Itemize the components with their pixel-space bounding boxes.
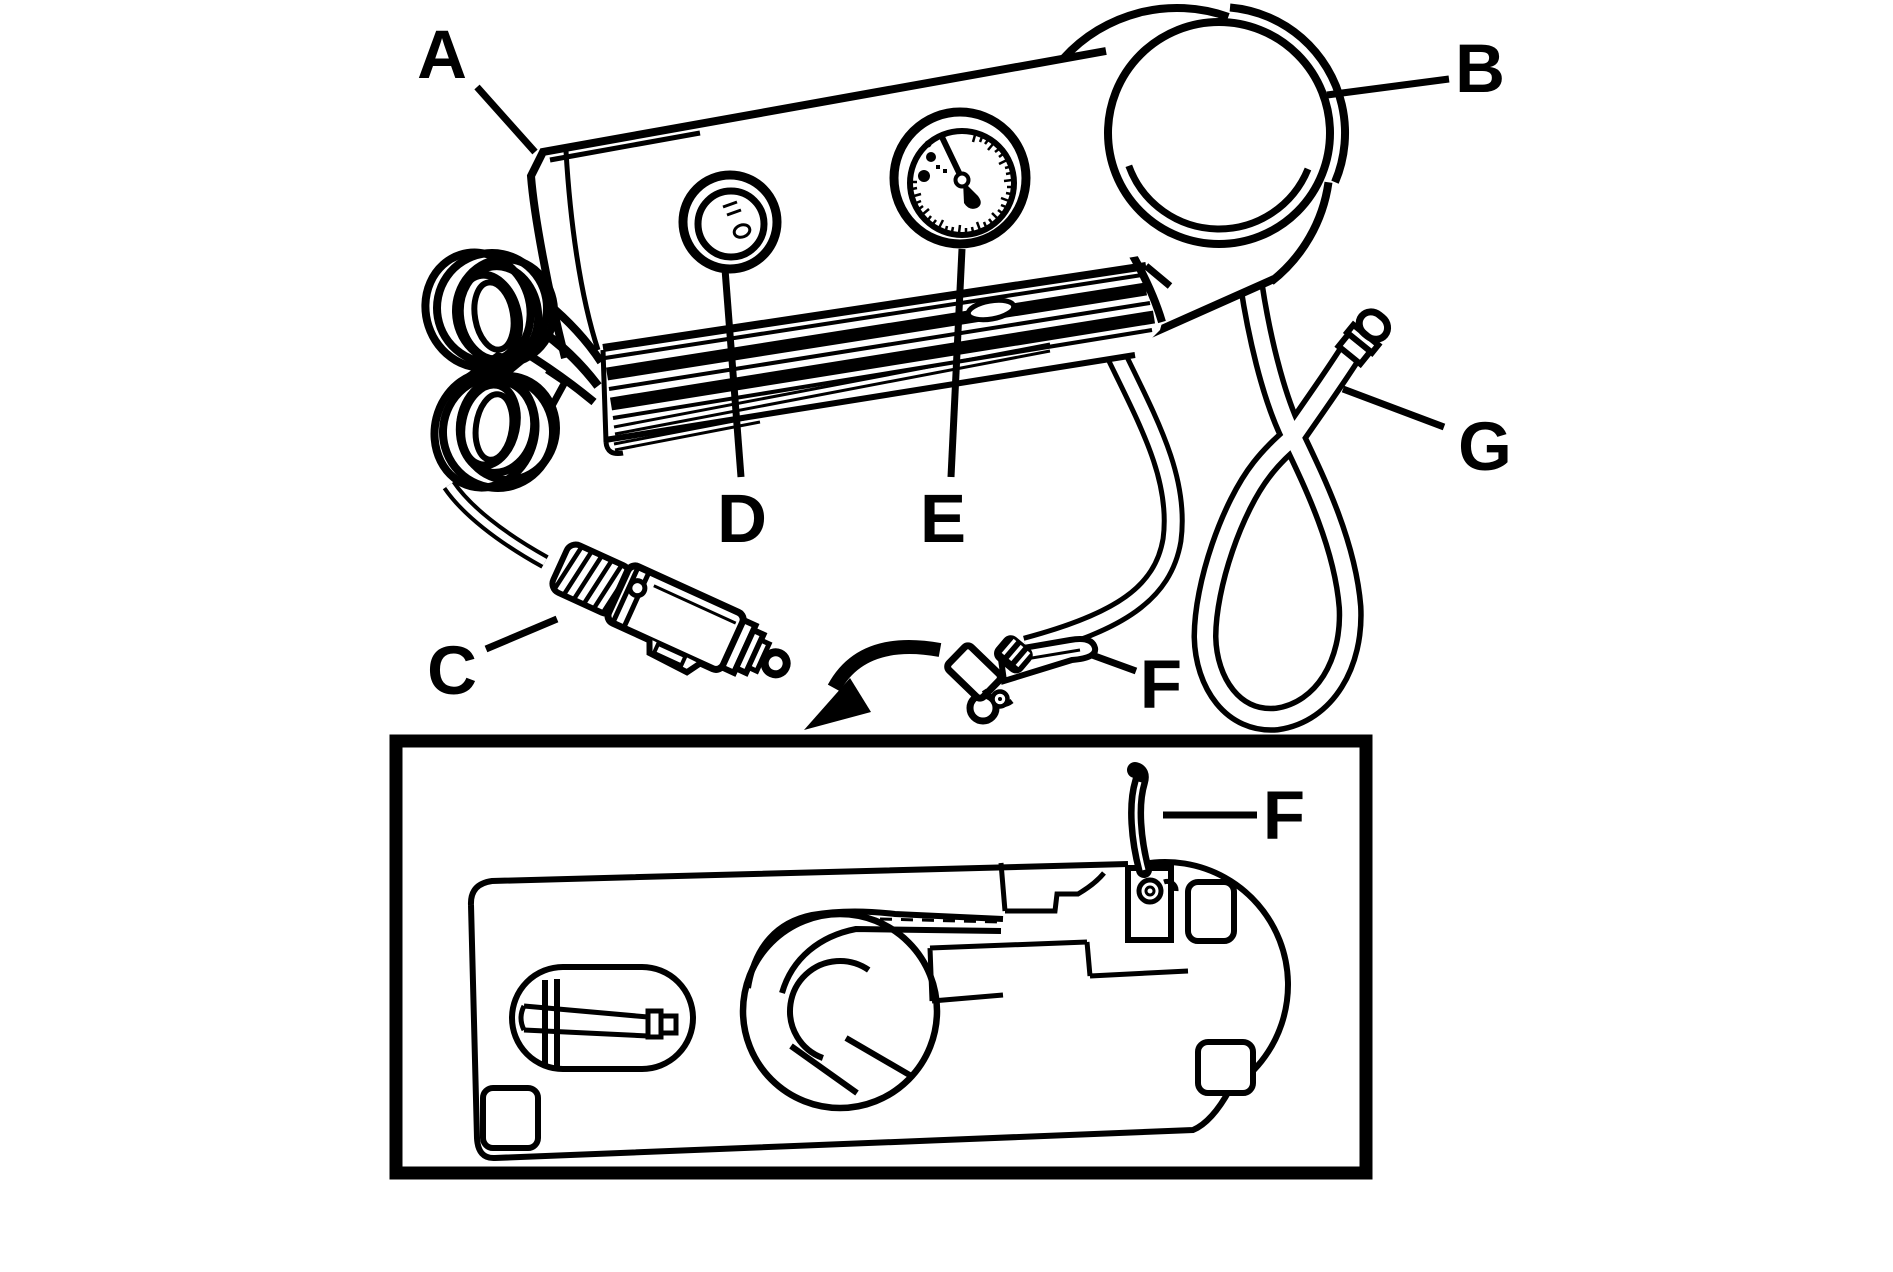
svg-text:F: F (1140, 646, 1182, 723)
svg-text:F: F (1263, 777, 1305, 854)
svg-text:B: B (1455, 30, 1505, 107)
svg-text:A: A (417, 16, 467, 93)
svg-text:C: C (427, 632, 477, 709)
svg-text:D: D (717, 480, 767, 557)
svg-text:E: E (920, 480, 966, 557)
svg-text:G: G (1458, 408, 1512, 485)
